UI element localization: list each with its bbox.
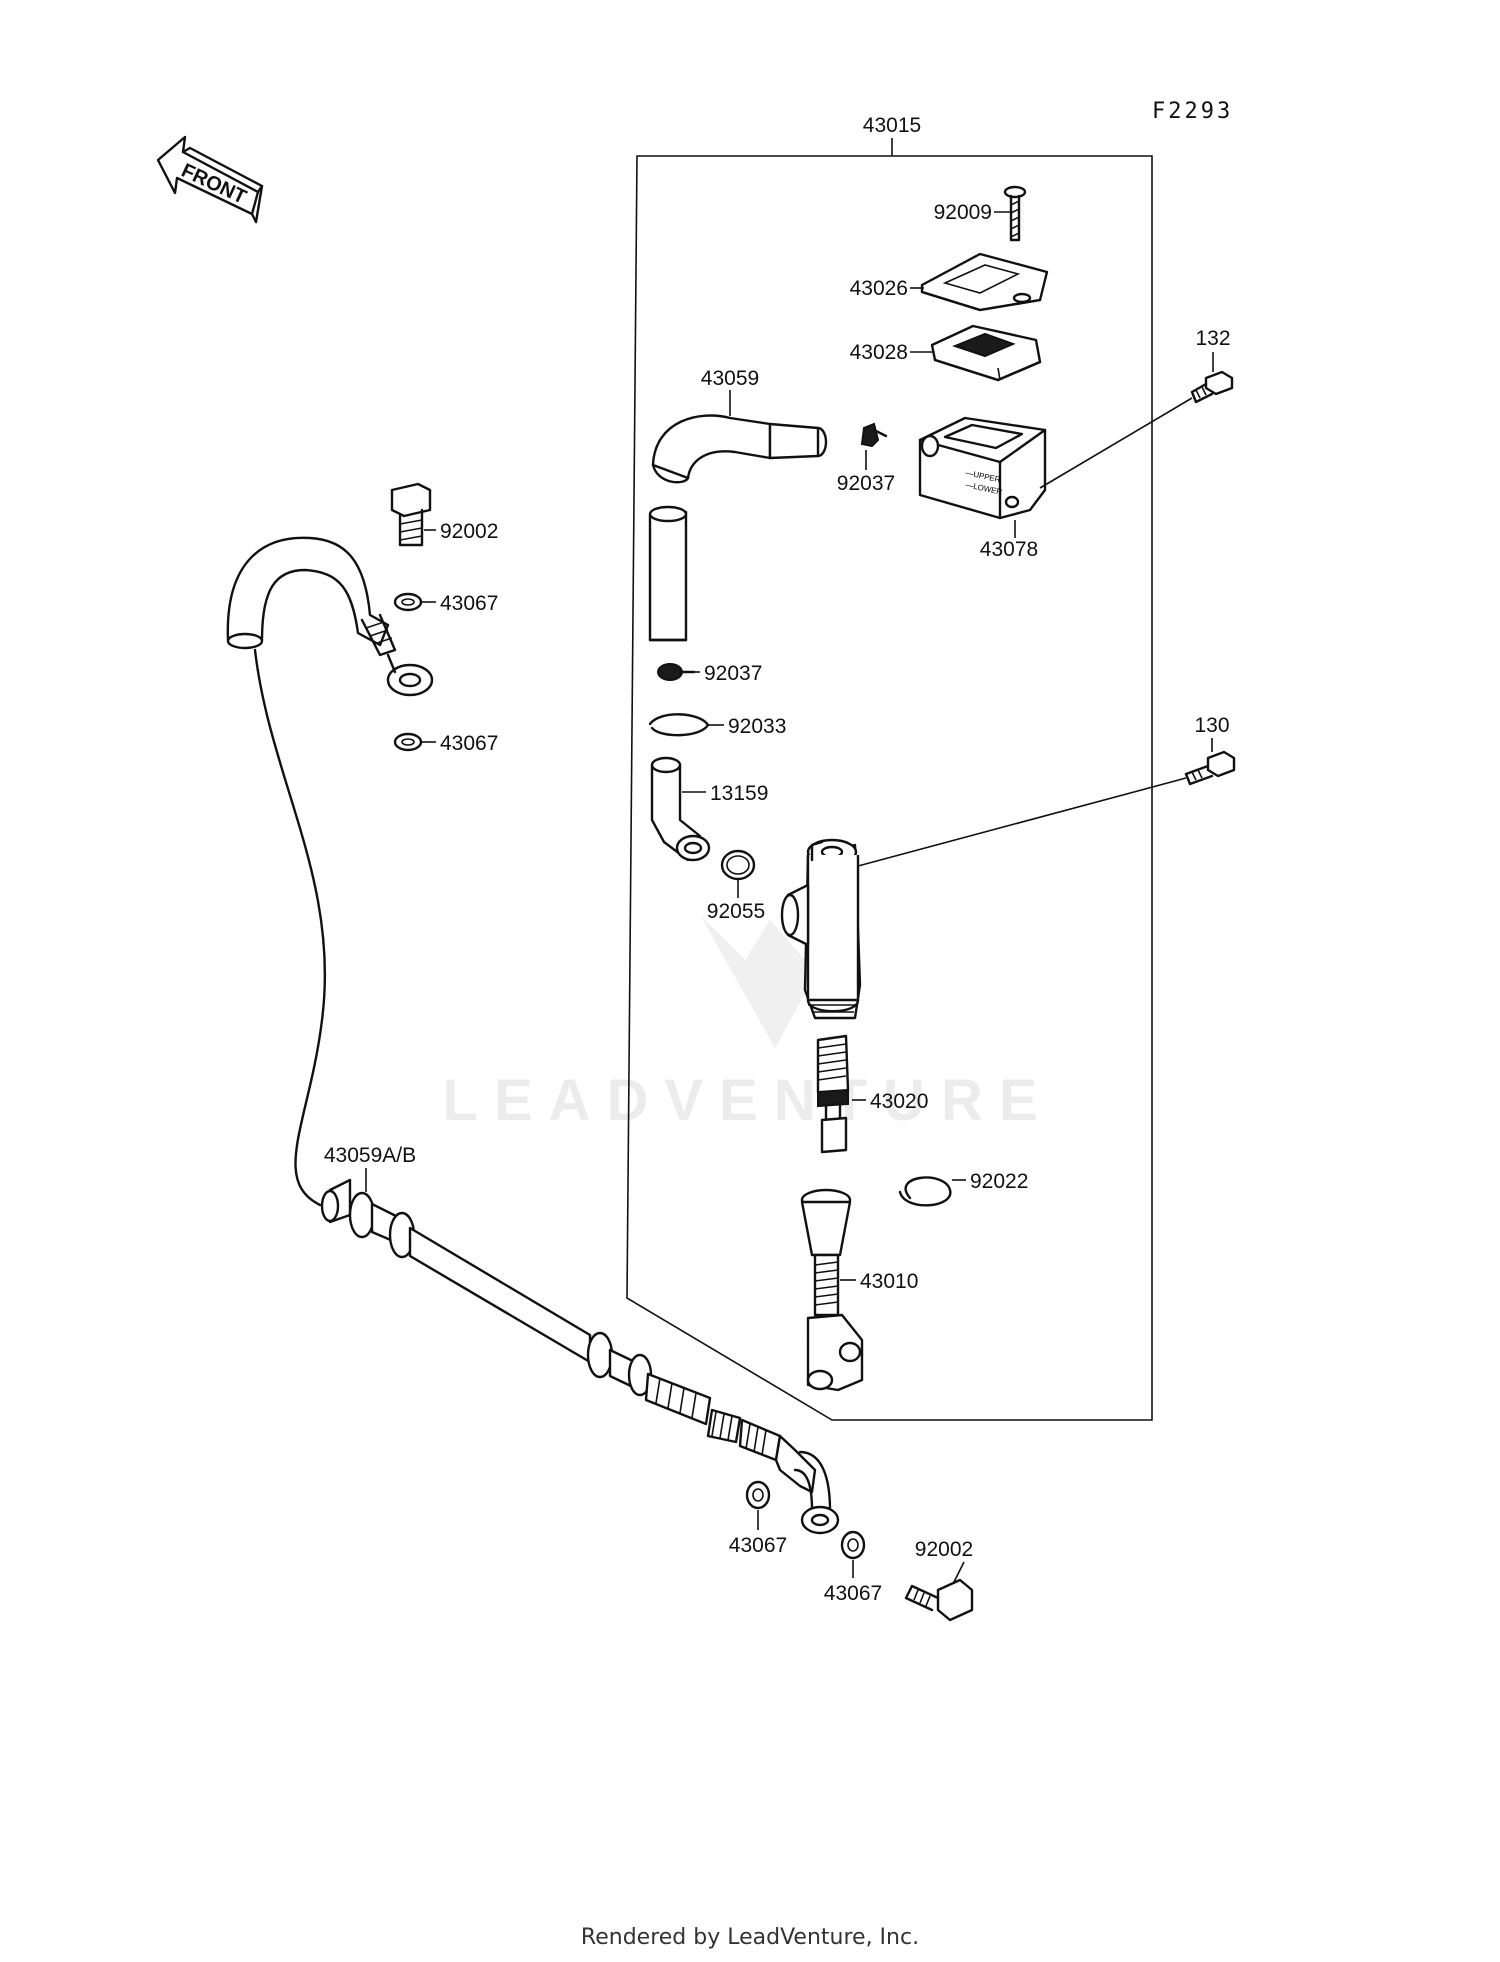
banjo-bolt-92002-lower <box>904 1578 974 1622</box>
callout-43028: 43028 <box>850 341 908 364</box>
push-rod-43010 <box>800 1188 864 1392</box>
callout-43067-2: 43067 <box>440 732 498 755</box>
assembly-outline <box>626 138 1153 1421</box>
hose-43059 <box>648 414 828 642</box>
bolt-130 <box>1184 750 1236 786</box>
callout-92037-upper: 92037 <box>837 472 895 495</box>
figure-code: F2293 <box>1152 99 1233 124</box>
bolt-132 <box>1190 370 1234 404</box>
cap-43026 <box>920 252 1049 312</box>
callout-43067-1: 43067 <box>440 592 498 615</box>
callout-92009: 92009 <box>934 201 992 224</box>
callout-92037-lower: 92037 <box>704 662 762 685</box>
callout-92055: 92055 <box>707 900 765 923</box>
callout-43067-3: 43067 <box>729 1534 787 1557</box>
front-arrow-label: FRONT <box>178 160 250 209</box>
o-ring-92055 <box>720 849 756 881</box>
watermark-text: LEADVENTURE <box>442 1068 1053 1133</box>
leader-lines <box>365 211 1214 1583</box>
connector-13159 <box>650 756 711 862</box>
callout-43026: 43026 <box>850 277 908 300</box>
screw-92009 <box>1003 185 1027 242</box>
master-cylinder-body <box>780 838 862 1020</box>
piston-43020 <box>816 1034 850 1154</box>
callout-92002-upper: 92002 <box>440 520 498 543</box>
washer-43067-1 <box>393 592 423 612</box>
clamp-92037-upper <box>860 422 888 448</box>
snap-ring-92022 <box>898 1176 952 1207</box>
footer-credit: Rendered by LeadVenture, Inc. <box>580 1925 920 1950</box>
callout-43059: 43059 <box>701 367 759 390</box>
upper-hose-fitting <box>226 536 434 697</box>
callout-43067-4: 43067 <box>824 1582 882 1605</box>
circlip-92033 <box>648 713 710 737</box>
washer-43067-2 <box>393 732 423 752</box>
callout-43078: 43078 <box>980 538 1038 561</box>
callout-130: 130 <box>1194 714 1229 737</box>
front-arrow-icon: FRONT <box>156 135 264 224</box>
callout-92022: 92022 <box>970 1170 1028 1193</box>
callout-labels: 43015 92009 43026 43028 132 43059 92037 … <box>324 114 1231 1605</box>
callout-13159: 13159 <box>710 782 768 805</box>
brake-hose-43059AB <box>320 1178 840 1535</box>
callout-132: 132 <box>1195 327 1230 350</box>
leadventure-watermark: LEADVENTURE <box>442 915 1053 1133</box>
callout-43059AB: 43059A/B <box>324 1144 416 1167</box>
callout-92002-lower: 92002 <box>915 1538 973 1561</box>
washer-43067-4 <box>840 1530 866 1560</box>
banjo-bolt-92002-upper <box>390 482 432 547</box>
brake-line <box>253 648 327 1207</box>
callout-43020: 43020 <box>870 1090 928 1113</box>
callout-43010: 43010 <box>860 1270 918 1293</box>
reservoir-43078: —UPPER —LOWER <box>918 416 1047 520</box>
washer-43067-3 <box>745 1480 771 1510</box>
callout-43015: 43015 <box>863 114 921 137</box>
callout-92033: 92033 <box>728 715 786 738</box>
diaphragm-43028 <box>930 324 1042 382</box>
